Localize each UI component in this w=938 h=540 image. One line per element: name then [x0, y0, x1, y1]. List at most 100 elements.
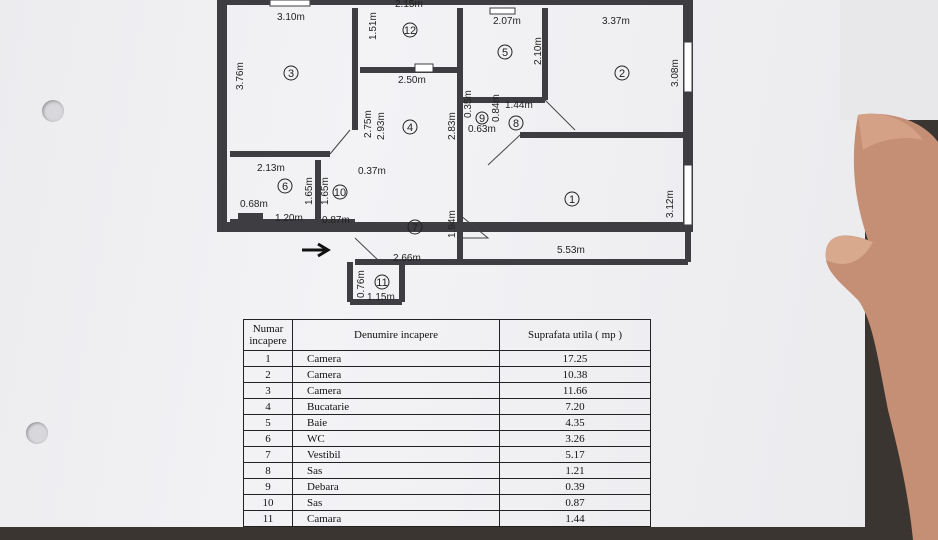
- cell-name: Debara: [292, 478, 500, 495]
- hand-image: [825, 113, 938, 540]
- dim-label: 2.75m: [363, 110, 374, 138]
- cell-area: 17.25: [499, 350, 651, 367]
- cell-number: 3: [243, 382, 293, 399]
- cell-name: Camera: [292, 382, 500, 399]
- room-number: 5: [502, 47, 508, 59]
- dim-label: 1.44m: [505, 100, 533, 111]
- cell-name: Camera: [292, 350, 500, 367]
- cell-area: 10.38: [499, 366, 651, 383]
- cell-number: 5: [243, 414, 293, 431]
- room-marker: [508, 115, 524, 131]
- cell-area: 11.66: [499, 382, 651, 399]
- dim-label: 3.08m: [670, 59, 681, 87]
- room-marker: [614, 65, 630, 81]
- window: [489, 7, 516, 15]
- room-marker: [332, 184, 348, 200]
- cell-area: 3.26: [499, 430, 651, 447]
- dim-label: 1.20m: [275, 213, 303, 224]
- dim-label: 3.10m: [277, 12, 305, 23]
- room-number: 12: [404, 25, 416, 37]
- dim-label: 2.13m: [257, 163, 285, 174]
- room-marker: [402, 119, 418, 135]
- window: [414, 63, 434, 73]
- punch-hole: [42, 100, 64, 122]
- wall-block: [238, 213, 263, 223]
- cell-area: 7.20: [499, 398, 651, 415]
- window: [683, 41, 693, 93]
- cell-name: Bucatarie: [292, 398, 500, 415]
- dim-label: 0.87m: [322, 215, 350, 226]
- floor-plan: 3.10m 2.15m 2.07m 3.37m 1.51m 3.76m 2.10…: [217, 0, 693, 305]
- window: [683, 164, 693, 226]
- cell-number: 1: [243, 350, 293, 367]
- cell-name: Sas: [292, 462, 500, 479]
- dim-label: 1.94m: [447, 210, 458, 238]
- room-number: 1: [569, 194, 575, 206]
- room-number: 11: [376, 277, 387, 289]
- door-swing: [544, 99, 576, 131]
- cell-area: 0.39: [499, 478, 651, 495]
- dim-label: 0.37m: [358, 166, 386, 177]
- dim-label: 2.66m: [393, 253, 421, 264]
- dim-label: 1.15m: [367, 292, 395, 303]
- dim-label: 2.93m: [376, 112, 387, 140]
- entrance-arrow: [302, 242, 331, 258]
- dim-label: 2.15m: [395, 0, 423, 10]
- cell-name: Vestibil: [292, 446, 500, 463]
- room-marker: [374, 274, 390, 290]
- room-marker: [407, 219, 423, 235]
- cell-name: WC: [292, 430, 500, 447]
- header-number: Numar incapere: [243, 319, 293, 351]
- dim-label: 2.07m: [493, 16, 521, 27]
- room-number: 2: [619, 68, 625, 80]
- cell-number: 9: [243, 478, 293, 495]
- cell-number: 6: [243, 430, 293, 447]
- header-name: Denumire incapere: [292, 319, 500, 351]
- window: [269, 0, 311, 7]
- dim-label: 0.84m: [491, 94, 502, 122]
- room-number: 7: [412, 222, 418, 234]
- cell-number: 4: [243, 398, 293, 415]
- cell-name: Sas: [292, 494, 500, 511]
- dim-label: 3.37m: [602, 16, 630, 27]
- second-page-corner: [840, 0, 938, 120]
- room-number: 6: [282, 181, 288, 193]
- dim-label: 1.51m: [368, 12, 379, 40]
- dim-label: 3.76m: [235, 62, 246, 90]
- cell-name: Baie: [292, 414, 500, 431]
- dim-label: 2.50m: [398, 75, 426, 86]
- room-marker: [497, 44, 513, 60]
- room-number: 8: [513, 118, 519, 130]
- dim-label: 5.53m: [557, 245, 585, 256]
- dim-label: 0.35m: [463, 90, 474, 118]
- room-marker: [402, 22, 418, 38]
- door-swing: [354, 237, 381, 263]
- room-number: 4: [407, 122, 413, 134]
- room-marker: [564, 191, 580, 207]
- door-swing: [487, 134, 521, 166]
- room-marker: [475, 111, 489, 125]
- table-header-row: Numar incapere Denumire incapere Suprafa…: [243, 319, 651, 351]
- cell-area: 1.21: [499, 462, 651, 479]
- dim-label: 0.63m: [468, 124, 496, 135]
- door-swing: [459, 214, 490, 239]
- dim-label: 2.10m: [533, 37, 544, 65]
- room-marker: [283, 65, 299, 81]
- cell-number: 8: [243, 462, 293, 479]
- cell-area: 1.44: [499, 510, 651, 527]
- cell-name: Camera: [292, 366, 500, 383]
- cell-name: Camara: [292, 510, 500, 527]
- cell-number: 2: [243, 366, 293, 383]
- room-area-table: Numar incapere Denumire incapere Suprafa…: [243, 319, 651, 527]
- cell-area: 5.17: [499, 446, 651, 463]
- cell-area: 4.35: [499, 414, 651, 431]
